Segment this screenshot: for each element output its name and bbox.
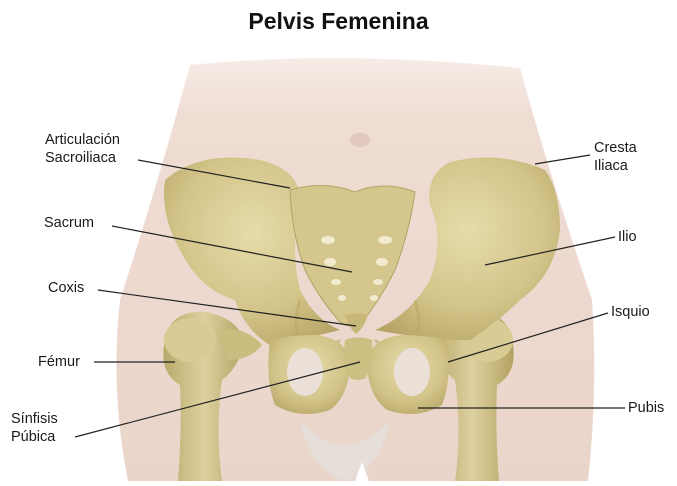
right-obturator-ring [367,335,449,414]
left-obturator-ring [268,335,350,414]
label-sinfisis-line2: Púbica [11,428,58,446]
label-ilio: Ilio [618,228,637,246]
label-articulacion-line1: Articulación [45,131,120,149]
navel [350,133,370,147]
label-pubis: Pubis [628,399,664,417]
label-femur: Fémur [38,353,80,371]
label-cresta-line1: Cresta [594,139,637,157]
label-sinfisis-line1: Sínfisis [11,410,58,428]
label-cresta: Cresta Iliaca [594,139,637,175]
label-sacrum: Sacrum [44,214,94,232]
label-sinfisis: Sínfisis Púbica [11,410,58,446]
label-isquio: Isquio [611,303,650,321]
label-cresta-line2: Iliaca [594,157,637,175]
label-articulacion-line2: Sacroiliaca [45,149,120,167]
diagram-title: Pelvis Femenina [0,8,677,35]
label-coxis: Coxis [48,279,84,297]
label-articulacion: Articulación Sacroiliaca [45,131,120,167]
